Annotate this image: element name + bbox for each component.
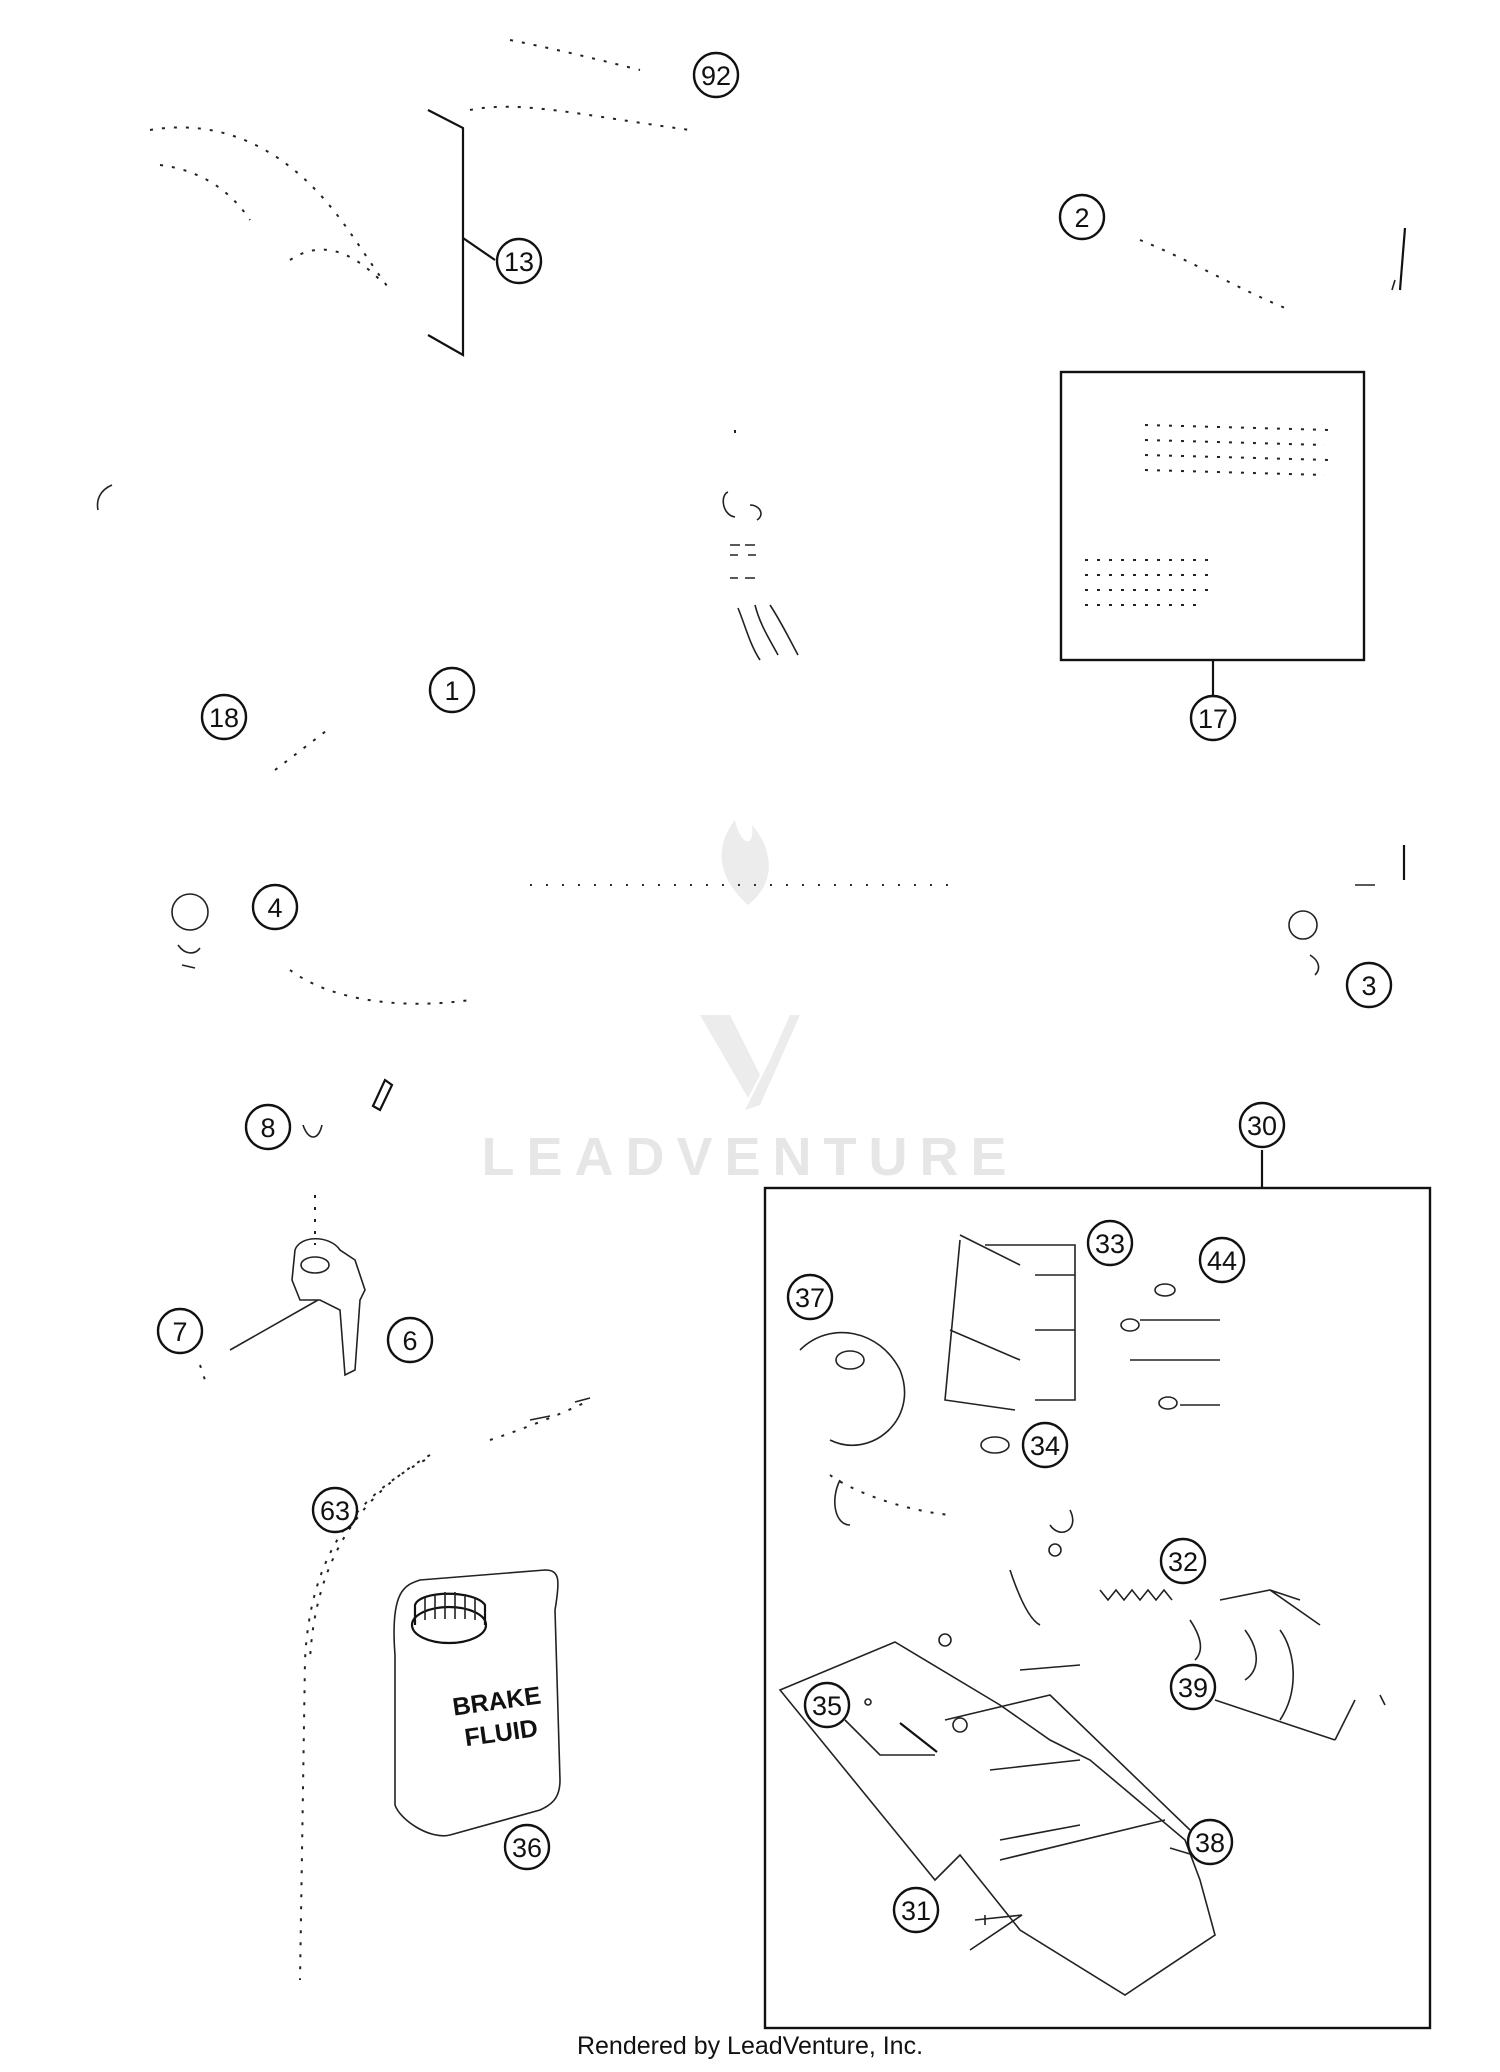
callout-number: 92 [701, 61, 731, 91]
callout-number: 4 [267, 893, 282, 923]
part-sketches [96, 39, 1407, 1981]
callout-34[interactable]: 34 [1021, 1421, 1069, 1469]
callout-44[interactable]: 44 [1198, 1236, 1246, 1284]
callout-number: 6 [402, 1326, 417, 1356]
callout-number: 8 [260, 1113, 275, 1143]
callout-4[interactable]: 4 [251, 883, 299, 931]
callout-3[interactable]: 3 [1345, 961, 1393, 1009]
footer-credit: Rendered by LeadVenture, Inc. [576, 2032, 924, 2060]
callout-number: 36 [512, 1833, 542, 1863]
callout-37[interactable]: 37 [786, 1273, 834, 1321]
callout-6[interactable]: 6 [386, 1316, 434, 1364]
callout-number: 18 [209, 703, 239, 733]
callout-17[interactable]: 17 [1189, 694, 1237, 742]
callout-number: 7 [172, 1317, 187, 1347]
callout-number: 1 [444, 676, 459, 706]
callout-number: 31 [901, 1896, 931, 1926]
callout-number: 13 [504, 247, 534, 277]
callout-13[interactable]: 13 [495, 237, 543, 285]
callout-number: 2 [1074, 203, 1089, 233]
callout-number: 38 [1195, 1828, 1225, 1858]
callout-number: 35 [812, 1691, 842, 1721]
callout-number: 39 [1178, 1673, 1208, 1703]
callout-38[interactable]: 38 [1186, 1818, 1234, 1866]
callout-35[interactable]: 35 [803, 1681, 851, 1729]
callout-36[interactable]: 36 [503, 1823, 551, 1871]
callout-7[interactable]: 7 [156, 1307, 204, 1355]
callout-number: 17 [1198, 704, 1228, 734]
callout-number: 30 [1247, 1111, 1277, 1141]
callout-1[interactable]: 1 [428, 666, 476, 714]
callout-39[interactable]: 39 [1169, 1663, 1217, 1711]
callout-number: 34 [1030, 1431, 1060, 1461]
callout-number: 33 [1095, 1229, 1125, 1259]
callout-number: 32 [1168, 1547, 1198, 1577]
callout-31[interactable]: 31 [892, 1886, 940, 1934]
bottle-label-line-2: FLUID [463, 1714, 540, 1752]
callout-18[interactable]: 18 [200, 693, 248, 741]
callout-32[interactable]: 32 [1159, 1537, 1207, 1585]
callout-number: 3 [1361, 971, 1376, 1001]
brake-fluid-bottle: BRAKE FLUID [451, 1681, 543, 1752]
callout-33[interactable]: 33 [1086, 1219, 1134, 1267]
callout-number: 63 [320, 1496, 350, 1526]
callout-8[interactable]: 8 [244, 1103, 292, 1151]
callout-2[interactable]: 2 [1058, 193, 1106, 241]
decal-box [1059, 370, 1366, 662]
watermark: LEADVENTURE [481, 820, 1018, 1187]
callout-number: 37 [795, 1283, 825, 1313]
callout-30[interactable]: 30 [1238, 1101, 1286, 1149]
callout-number: 44 [1207, 1246, 1237, 1276]
watermark-text: LEADVENTURE [481, 1127, 1018, 1187]
callout-92[interactable]: 92 [692, 51, 740, 99]
master-cylinder-box [763, 1186, 1432, 2030]
leader-lines [393, 109, 1432, 2030]
callout-63[interactable]: 63 [311, 1486, 359, 1534]
